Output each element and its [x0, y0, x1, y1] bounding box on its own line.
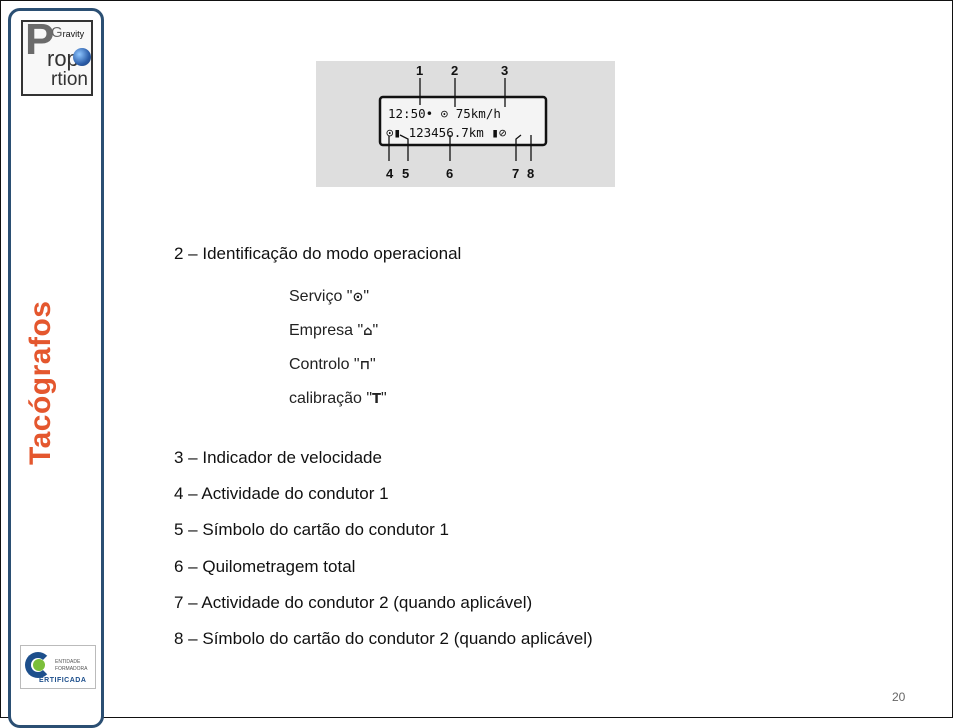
vertical-section-title: Tacógrafos	[24, 300, 57, 465]
list-item-driver2-activity: 7 – Actividade do condutor 2 (quando apl…	[174, 593, 533, 612]
page-number: 20	[892, 690, 906, 704]
callout-number-4: 4	[386, 166, 394, 181]
certified-entity-badge: ENTIDADE FORMADORA ERTIFICADA	[20, 645, 96, 689]
lcd-screen	[378, 95, 548, 147]
badge-line-2: FORMADORA	[55, 666, 88, 672]
lcd-row-2: ⊙▮ 123456.7km ▮⊘	[386, 125, 506, 140]
mode-control: Controlo "⊓"	[289, 356, 376, 373]
list-item-total-km: 6 – Quilometragem total	[174, 557, 356, 576]
mode-company: Empresa "⌂"	[289, 322, 379, 339]
callout-number-2: 2	[451, 63, 458, 78]
mode-service: Serviço "⊙"	[289, 288, 370, 305]
tachograph-display-figure: 12:50• ⊙ 75km/h ⊙▮ 123456.7km ▮⊘ 1 2 3 4…	[316, 61, 615, 187]
badge-line-3: ERTIFICADA	[39, 677, 87, 684]
lcd-row-1: 12:50• ⊙ 75km/h	[388, 106, 501, 121]
list-item-driver2-card: 8 – Símbolo do cartão do condutor 2 (qua…	[174, 629, 593, 648]
globe-icon	[73, 48, 91, 66]
company-mode-icon: ⌂	[363, 324, 373, 339]
control-mode-icon: ⊓	[359, 358, 370, 373]
logo-rtion: rtion	[51, 69, 88, 90]
calibration-mode-icon: T	[372, 392, 381, 407]
list-item-driver1-activity: 4 – Actividade do condutor 1	[174, 484, 389, 503]
callout-number-6: 6	[446, 166, 453, 181]
mode-calibration: calibração "T"	[289, 390, 387, 407]
certified-c-icon	[25, 652, 51, 678]
logo-letter-p: P	[25, 15, 55, 64]
badge-line-1: ENTIDADE	[55, 659, 81, 665]
logo-rop: rop	[47, 46, 79, 71]
tachograph-display-svg: 12:50• ⊙ 75km/h ⊙▮ 123456.7km ▮⊘ 1 2 3 4…	[378, 63, 548, 181]
operational-mode-heading: 2 – Identificação do modo operacional	[174, 244, 462, 263]
logo-letter-g: Gravity	[51, 24, 85, 41]
callout-number-3: 3	[501, 63, 508, 78]
service-mode-icon: ⊙	[352, 290, 364, 305]
callout-leader-lines	[388, 78, 532, 161]
callout-number-5: 5	[402, 166, 409, 181]
gravity-proportion-logo: P Gravity rop rtion	[21, 15, 93, 96]
certified-dot-icon	[33, 659, 45, 671]
callout-number-1: 1	[416, 63, 423, 78]
callout-number-8: 8	[527, 166, 534, 181]
list-item-speed: 3 – Indicador de velocidade	[174, 448, 382, 467]
callout-number-7: 7	[512, 166, 519, 181]
list-item-driver1-card: 5 – Símbolo do cartão do condutor 1	[174, 520, 450, 539]
